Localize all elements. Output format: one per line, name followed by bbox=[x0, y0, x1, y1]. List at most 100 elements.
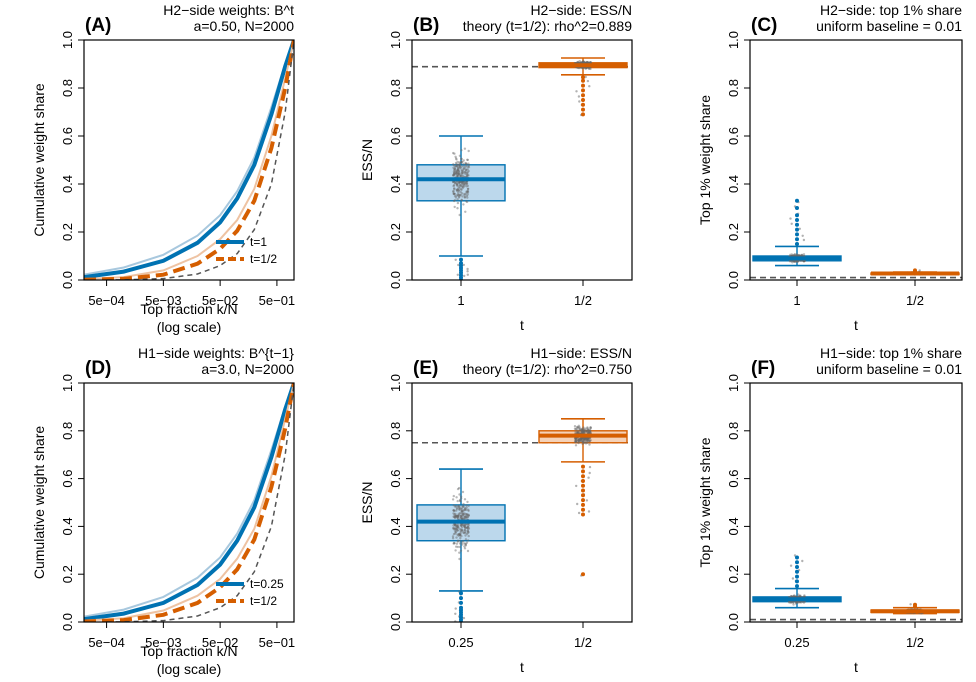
x-axis-label: (log scale) bbox=[157, 661, 222, 677]
legend: t=0.25t=1/2 bbox=[216, 577, 284, 608]
jitter-point bbox=[461, 523, 464, 526]
jitter-point bbox=[789, 260, 793, 263]
jitter-point bbox=[459, 523, 462, 527]
jitter-point bbox=[589, 61, 592, 64]
jitter-point bbox=[576, 431, 579, 435]
jitter-point bbox=[451, 180, 455, 183]
jitter-point bbox=[585, 430, 588, 433]
jitter-point bbox=[452, 172, 456, 175]
jitter-point bbox=[458, 514, 461, 517]
jitter-point bbox=[578, 427, 581, 430]
jitter-point bbox=[452, 189, 455, 193]
panel-label: (D) bbox=[85, 358, 111, 379]
y-tick-label: 0.4 bbox=[726, 175, 741, 193]
plot-area bbox=[412, 57, 632, 280]
jitter-point bbox=[458, 185, 461, 188]
jitter-point bbox=[455, 163, 458, 166]
jitter-point bbox=[581, 442, 584, 446]
jitter-point bbox=[583, 431, 586, 434]
box-1 bbox=[752, 198, 842, 267]
jitter-point bbox=[794, 595, 797, 598]
jitter-point bbox=[458, 557, 461, 561]
x-axis-label: Top fraction k/N bbox=[140, 643, 237, 659]
jitter-point bbox=[461, 192, 464, 195]
jitter-point bbox=[460, 181, 463, 184]
jitter-point bbox=[458, 165, 462, 169]
jitter-point bbox=[466, 191, 470, 194]
jitter-point bbox=[465, 200, 469, 204]
jitter-point bbox=[463, 171, 466, 174]
jitter-point bbox=[456, 504, 460, 507]
jitter-point bbox=[456, 201, 460, 205]
jitter-point bbox=[466, 530, 470, 533]
jitter-point bbox=[581, 440, 584, 443]
outlier-point bbox=[795, 555, 799, 560]
jitter-point bbox=[460, 526, 464, 529]
y-tick-label: 1.0 bbox=[60, 374, 75, 392]
jitter-point bbox=[460, 199, 463, 202]
jitter-point bbox=[576, 431, 579, 434]
jitter-point bbox=[580, 431, 583, 434]
y-tick-label: 1.0 bbox=[388, 31, 403, 49]
jitter-point bbox=[460, 157, 463, 160]
jitter-point bbox=[456, 514, 460, 518]
jitter-point bbox=[453, 194, 457, 198]
jitter-point bbox=[795, 601, 798, 604]
jitter-point bbox=[461, 171, 465, 175]
box-0.25 bbox=[416, 468, 506, 622]
jitter-point bbox=[463, 524, 466, 528]
jitter-point bbox=[586, 427, 589, 430]
jitter-point bbox=[462, 508, 466, 512]
jitter-point bbox=[458, 165, 461, 168]
jitter-point bbox=[794, 602, 798, 605]
jitter-point bbox=[454, 512, 457, 516]
jitter-point bbox=[578, 439, 582, 443]
jitter-point bbox=[458, 183, 461, 187]
jitter-point bbox=[577, 424, 581, 427]
jitter-point bbox=[459, 173, 462, 177]
jitter-point bbox=[464, 166, 467, 169]
jitter-point bbox=[578, 428, 582, 431]
jitter-point bbox=[452, 192, 456, 195]
jitter-point bbox=[463, 147, 467, 150]
jitter-point bbox=[466, 173, 469, 176]
jitter-point bbox=[464, 507, 467, 510]
jitter-point bbox=[464, 523, 467, 526]
jitter-point bbox=[918, 269, 921, 272]
jitter-point bbox=[458, 534, 462, 537]
jitter-point bbox=[583, 66, 586, 70]
jitter-point bbox=[463, 274, 466, 278]
jitter-point bbox=[582, 429, 585, 432]
jitter-point bbox=[463, 528, 466, 532]
legend-label-1: t=1 bbox=[250, 235, 267, 249]
jitter-point bbox=[792, 595, 795, 598]
jitter-point bbox=[458, 533, 462, 537]
jitter-point bbox=[457, 532, 461, 536]
jitter-point bbox=[464, 543, 467, 546]
jitter-point bbox=[796, 260, 799, 263]
jitter-point bbox=[461, 160, 464, 163]
y-axis-label: Top 1% weight share bbox=[697, 437, 713, 567]
jitter-point bbox=[455, 507, 459, 511]
jitter-point bbox=[454, 523, 457, 526]
jitter-point bbox=[456, 524, 460, 528]
y-tick-label: 0.6 bbox=[726, 127, 741, 145]
jitter-point bbox=[792, 603, 795, 606]
jitter-point bbox=[573, 425, 577, 428]
jitter-point bbox=[582, 438, 586, 441]
jitter-point bbox=[460, 509, 463, 513]
jitter-point bbox=[578, 428, 581, 431]
jitter-point bbox=[790, 253, 793, 256]
jitter-point bbox=[452, 173, 455, 177]
y-tick-label: 0.0 bbox=[60, 271, 75, 289]
outlier-point bbox=[581, 83, 585, 88]
jitter-point bbox=[454, 530, 458, 533]
jitter-point bbox=[580, 438, 583, 441]
jitter-point bbox=[459, 529, 462, 532]
jitter-point bbox=[792, 254, 796, 257]
jitter-point bbox=[577, 441, 580, 444]
jitter-point bbox=[452, 190, 455, 193]
